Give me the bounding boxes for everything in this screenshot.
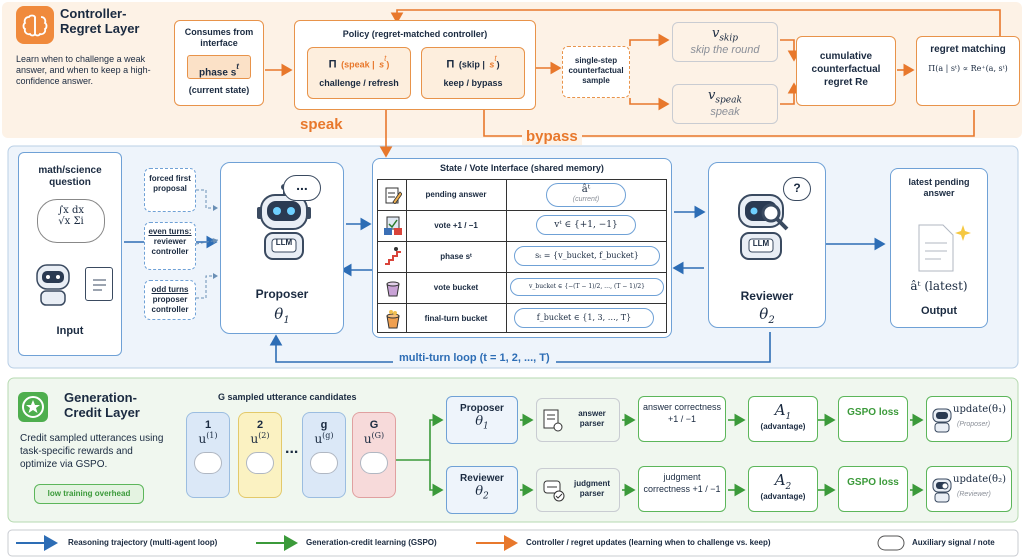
update-1-box: update(θ₁) (Proposer) bbox=[926, 396, 1012, 442]
candidates-title: G sampled utterance candidates bbox=[218, 392, 357, 402]
v-speak-box: vspeak speak bbox=[672, 84, 778, 124]
pending-answer-value: âᵗ (current) bbox=[546, 183, 626, 207]
forced-note: forced first proposal bbox=[144, 168, 196, 212]
advantage-2-box: A2(advantage) bbox=[748, 466, 818, 512]
answer-parser-box: answer parser bbox=[536, 398, 620, 442]
bucket-full-icon bbox=[384, 308, 402, 335]
judgment-correctness-box: judgment correctness +1 / −1 bbox=[638, 466, 726, 512]
proposer-box: LLM ... Proposer θ1 bbox=[220, 162, 344, 334]
gen-description: Credit sampled utterances using task-spe… bbox=[20, 433, 164, 470]
consumes-box: Consumes from interface phase st (curren… bbox=[174, 20, 264, 106]
v-skip-box: vskip skip the round bbox=[672, 22, 778, 62]
judgment-parser-box: judgment parser bbox=[536, 468, 620, 512]
legend-aux-shape bbox=[877, 535, 905, 551]
answer-sheet-icon bbox=[915, 223, 971, 280]
loop-label: multi-turn loop (t = 1, 2, ..., T) bbox=[393, 352, 556, 364]
row-label: final-turn bucket bbox=[424, 314, 488, 323]
proposer-robot-icon bbox=[253, 181, 315, 268]
proposer-label: Proposer bbox=[255, 287, 309, 301]
reviewer-theta: θ2 bbox=[759, 305, 775, 326]
legend-green: Generation-credit learning (GSPO) bbox=[306, 538, 437, 547]
phase-chip: phase st bbox=[187, 55, 251, 79]
bucket-icon bbox=[384, 278, 402, 303]
policy-title: Policy (regret-matched controller) bbox=[342, 29, 488, 39]
input-box: math/science question ∫x dx √x Σi Input bbox=[18, 152, 122, 356]
policy-box: Policy (regret-matched controller) Π (sp… bbox=[294, 20, 536, 110]
current-state-label: (current state) bbox=[188, 85, 250, 95]
bypass-label: bypass bbox=[522, 128, 582, 145]
student-icon bbox=[33, 261, 73, 312]
gspo-loss-1: GSPO loss bbox=[838, 396, 908, 442]
update-2-box: update(θ₂) (Reviewer) bbox=[926, 466, 1012, 512]
overhead-badge: low training overhead bbox=[34, 484, 144, 504]
brain-icon bbox=[16, 6, 54, 44]
pencil-note-icon bbox=[384, 186, 403, 209]
cumulative-regret-box: cumulative counterfactual regret Re bbox=[796, 36, 896, 106]
vote-value: vᵗ ∈ {+1, −1} bbox=[536, 215, 636, 235]
advantage-1-box: A1(advantage) bbox=[748, 396, 818, 442]
final-bucket-value: f_bucket ∈ {1, 3, …, T} bbox=[514, 308, 654, 328]
reviewer-robot-icon bbox=[731, 189, 803, 268]
llm-badge: LLM bbox=[275, 238, 293, 247]
legend-blue: Reasoning trajectory (multi-agent loop) bbox=[68, 538, 218, 547]
gspo-loss-2: GSPO loss bbox=[838, 466, 908, 512]
chat-check-icon bbox=[543, 479, 565, 508]
reviewer-box: LLM ? Reviewer θ2 bbox=[708, 162, 826, 328]
legend-aux: Auxiliary signal / note bbox=[912, 538, 995, 547]
controller-description: Learn when to challenge a weak answer, a… bbox=[16, 54, 151, 86]
robot-icon bbox=[931, 407, 953, 438]
output-label: Output bbox=[920, 305, 958, 317]
stairs-icon bbox=[384, 246, 402, 271]
phase-value: sₜ = {v_bucket, f_bucket} bbox=[514, 246, 660, 266]
row-label: pending answer bbox=[425, 190, 487, 199]
even-note: even turns:reviewer controller bbox=[144, 222, 196, 270]
vote-bucket-value: v_bucket ∈ {−(T − 1)/2, …, (T − 1)/2} bbox=[510, 278, 664, 296]
vote-icon bbox=[384, 216, 402, 241]
skip-policy: Π (skip | st) keep / bypass bbox=[421, 47, 525, 99]
llm-badge: LLM bbox=[752, 239, 770, 248]
candidates-ellipsis: ... bbox=[285, 440, 299, 457]
row-label: vote bucket bbox=[433, 283, 479, 292]
speak-label: speak bbox=[300, 116, 343, 133]
gen-title: Generation- Credit Layer bbox=[64, 390, 140, 420]
input-label: Input bbox=[56, 325, 84, 337]
input-title: math/science question bbox=[38, 165, 102, 188]
star-badge-icon bbox=[18, 392, 48, 422]
reviewer-robot-small-icon bbox=[931, 477, 953, 508]
regret-matching-box: regret matching Π(a | sᵗ) ∝ Re⁺(a, sᵗ) bbox=[916, 36, 1020, 106]
answer-correctness-box: answer correctness +1 / −1 bbox=[638, 396, 726, 442]
gear-document-icon bbox=[543, 409, 563, 438]
output-title: latest pending answer bbox=[908, 177, 970, 198]
ellipsis-bubble: ... bbox=[283, 175, 321, 201]
interface-box: State / Vote Interface (shared memory) p… bbox=[372, 158, 672, 338]
output-value: âᵗ (latest) bbox=[910, 279, 968, 293]
legend-orange: Controller / regret updates (learning wh… bbox=[526, 538, 771, 547]
output-box: latest pending answer âᵗ (latest) Output bbox=[890, 168, 988, 328]
question-bubble: ? bbox=[783, 177, 811, 201]
interface-table: pending answer âᵗ (current) vote +1 / −1… bbox=[377, 179, 667, 333]
interface-title: State / Vote Interface (shared memory) bbox=[440, 163, 604, 173]
proposer-theta: θ1 bbox=[274, 305, 290, 326]
reviewer-label: Reviewer bbox=[740, 289, 794, 303]
row-label: phase sᵗ bbox=[440, 252, 472, 261]
row-label: vote +1 / −1 bbox=[434, 221, 478, 230]
consumes-title: Consumes from interface bbox=[184, 27, 254, 48]
counterfactual-box: single-step counterfactual sample bbox=[562, 46, 630, 98]
controller-title: Controller- Regret Layer bbox=[60, 6, 140, 36]
document-icon bbox=[85, 267, 113, 301]
speak-policy: Π (speak | st) challenge / refresh bbox=[307, 47, 411, 99]
thought-bubble: ∫x dx √x Σi bbox=[37, 199, 105, 243]
